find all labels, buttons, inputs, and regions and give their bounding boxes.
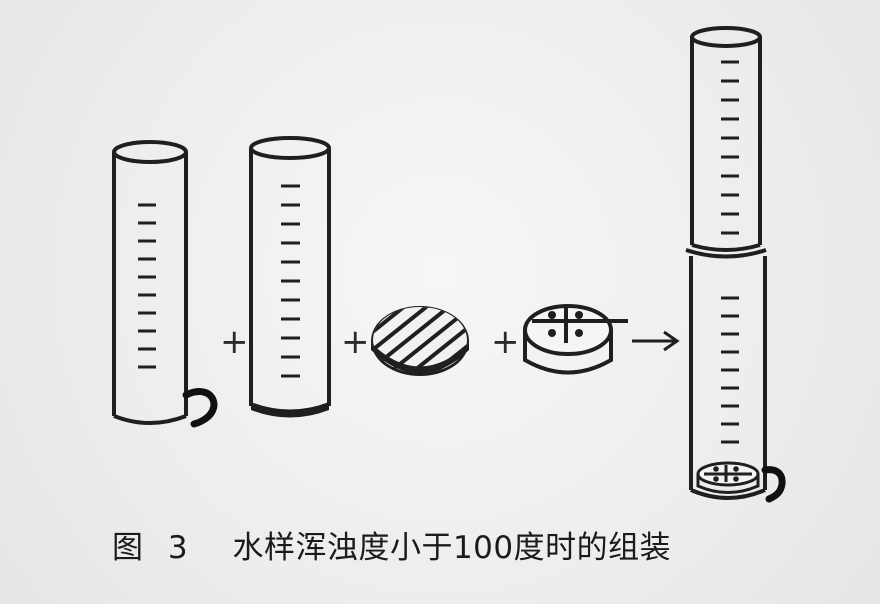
tube-with-base bbox=[249, 136, 331, 418]
tube-2-scale-marks bbox=[281, 184, 300, 378]
plus-sign-3: + bbox=[491, 322, 520, 362]
assembled-outlet-pipe-icon bbox=[761, 466, 786, 503]
figure-label: 图 bbox=[112, 530, 144, 566]
plus-sign-2: + bbox=[341, 322, 370, 362]
figure-title: 水样浑浊度小于100度时的组装 bbox=[232, 530, 672, 566]
assembled-tube bbox=[685, 26, 786, 503]
assembled-upper-scale-marks bbox=[721, 60, 739, 235]
tube-base-rim bbox=[251, 402, 329, 418]
plus-sign-1: + bbox=[220, 322, 249, 362]
figure-number: 3 bbox=[167, 530, 189, 566]
tube-1-scale-marks bbox=[138, 203, 156, 369]
hatched-disc bbox=[371, 306, 469, 376]
arrow-right-icon bbox=[632, 330, 680, 352]
inner-plug bbox=[696, 461, 760, 494]
figure-caption: 图 3 水样浑浊度小于100度时的组装 bbox=[112, 528, 671, 568]
perforated-plug bbox=[523, 304, 628, 375]
outlet-pipe-icon bbox=[182, 388, 218, 428]
assembled-lower-scale-marks bbox=[721, 296, 739, 444]
tube-with-outlet bbox=[112, 140, 218, 428]
